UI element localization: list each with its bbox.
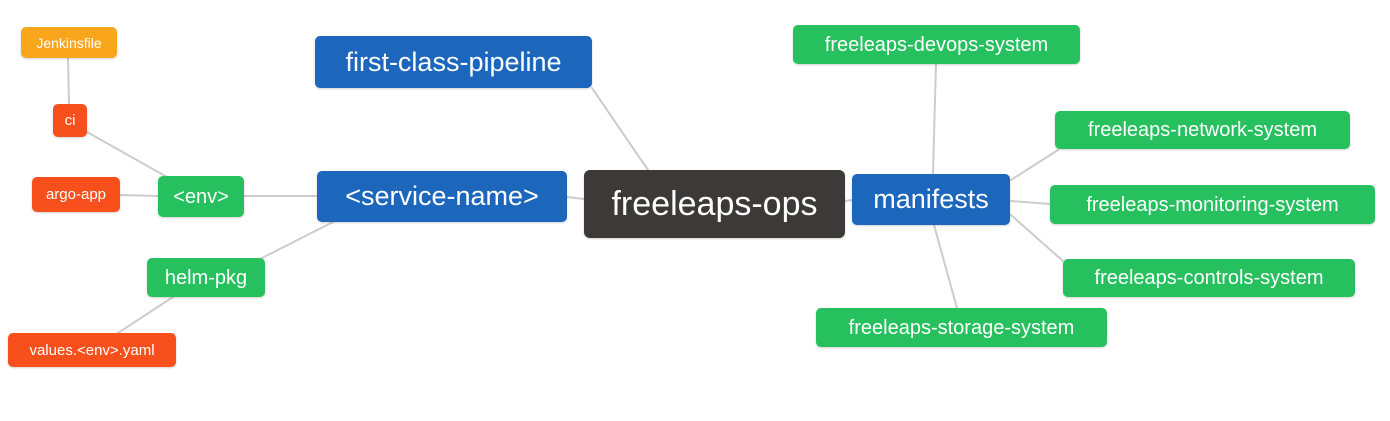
edge-argo-app-env: [119, 194, 159, 197]
node-freeleaps-devops-system[interactable]: freeleaps-devops-system: [793, 25, 1080, 64]
node-jenkinsfile[interactable]: Jenkinsfile: [21, 27, 117, 58]
node-freeleaps-controls-system[interactable]: freeleaps-controls-system: [1063, 259, 1355, 297]
node-freeleaps-ops-root[interactable]: freeleaps-ops: [584, 170, 845, 238]
edge-helm-pkg-values-env-yaml: [117, 296, 174, 334]
edge-ci-env: [86, 131, 168, 178]
edge-manifests-storage: [933, 224, 958, 309]
edge-root-manifests: [844, 199, 853, 202]
edge-service-name-helm-pkg: [261, 221, 334, 259]
node-helm-pkg[interactable]: helm-pkg: [147, 258, 265, 297]
node-freeleaps-storage-system[interactable]: freeleaps-storage-system: [816, 308, 1107, 347]
node-env[interactable]: <env>: [158, 176, 244, 217]
edge-manifests-devops: [932, 63, 937, 175]
node-ci[interactable]: ci: [53, 104, 87, 137]
edge-service-name-root: [566, 196, 585, 200]
node-service-name[interactable]: <service-name>: [317, 171, 567, 222]
edge-manifests-monitoring: [1010, 200, 1051, 205]
node-argo-app[interactable]: argo-app: [32, 177, 120, 212]
node-freeleaps-monitoring-system[interactable]: freeleaps-monitoring-system: [1050, 185, 1375, 224]
node-manifests[interactable]: manifests: [852, 174, 1010, 225]
edge-manifests-controls: [1010, 214, 1064, 262]
node-freeleaps-network-system[interactable]: freeleaps-network-system: [1055, 111, 1350, 149]
edge-jenkinsfile-ci: [67, 57, 70, 105]
edge-first-class-pipeline-root: [591, 87, 649, 171]
node-values-env-yaml[interactable]: values.<env>.yaml: [8, 333, 176, 367]
node-first-class-pipeline[interactable]: first-class-pipeline: [315, 36, 592, 88]
edge-manifests-network: [1010, 149, 1059, 181]
